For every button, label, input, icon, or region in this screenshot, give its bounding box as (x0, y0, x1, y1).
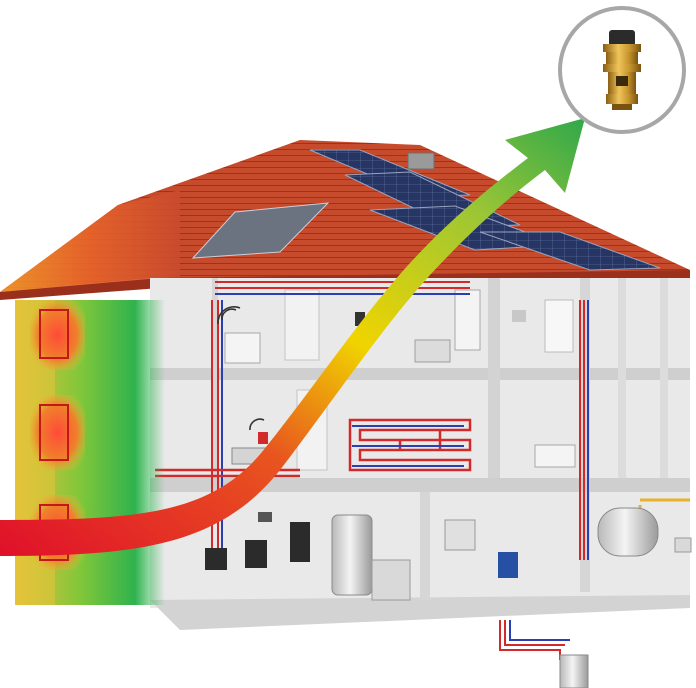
valve-insert-icon (603, 30, 641, 110)
radiator-icon (224, 332, 261, 364)
thermal-facade (15, 300, 165, 605)
wifi-signal-icon (217, 306, 265, 431)
solar-panels (191, 149, 661, 271)
boiler-tank-icon (331, 514, 373, 596)
house-cutaway (150, 278, 692, 688)
valve-inset (558, 6, 686, 134)
efficiency-arrow (0, 118, 585, 556)
